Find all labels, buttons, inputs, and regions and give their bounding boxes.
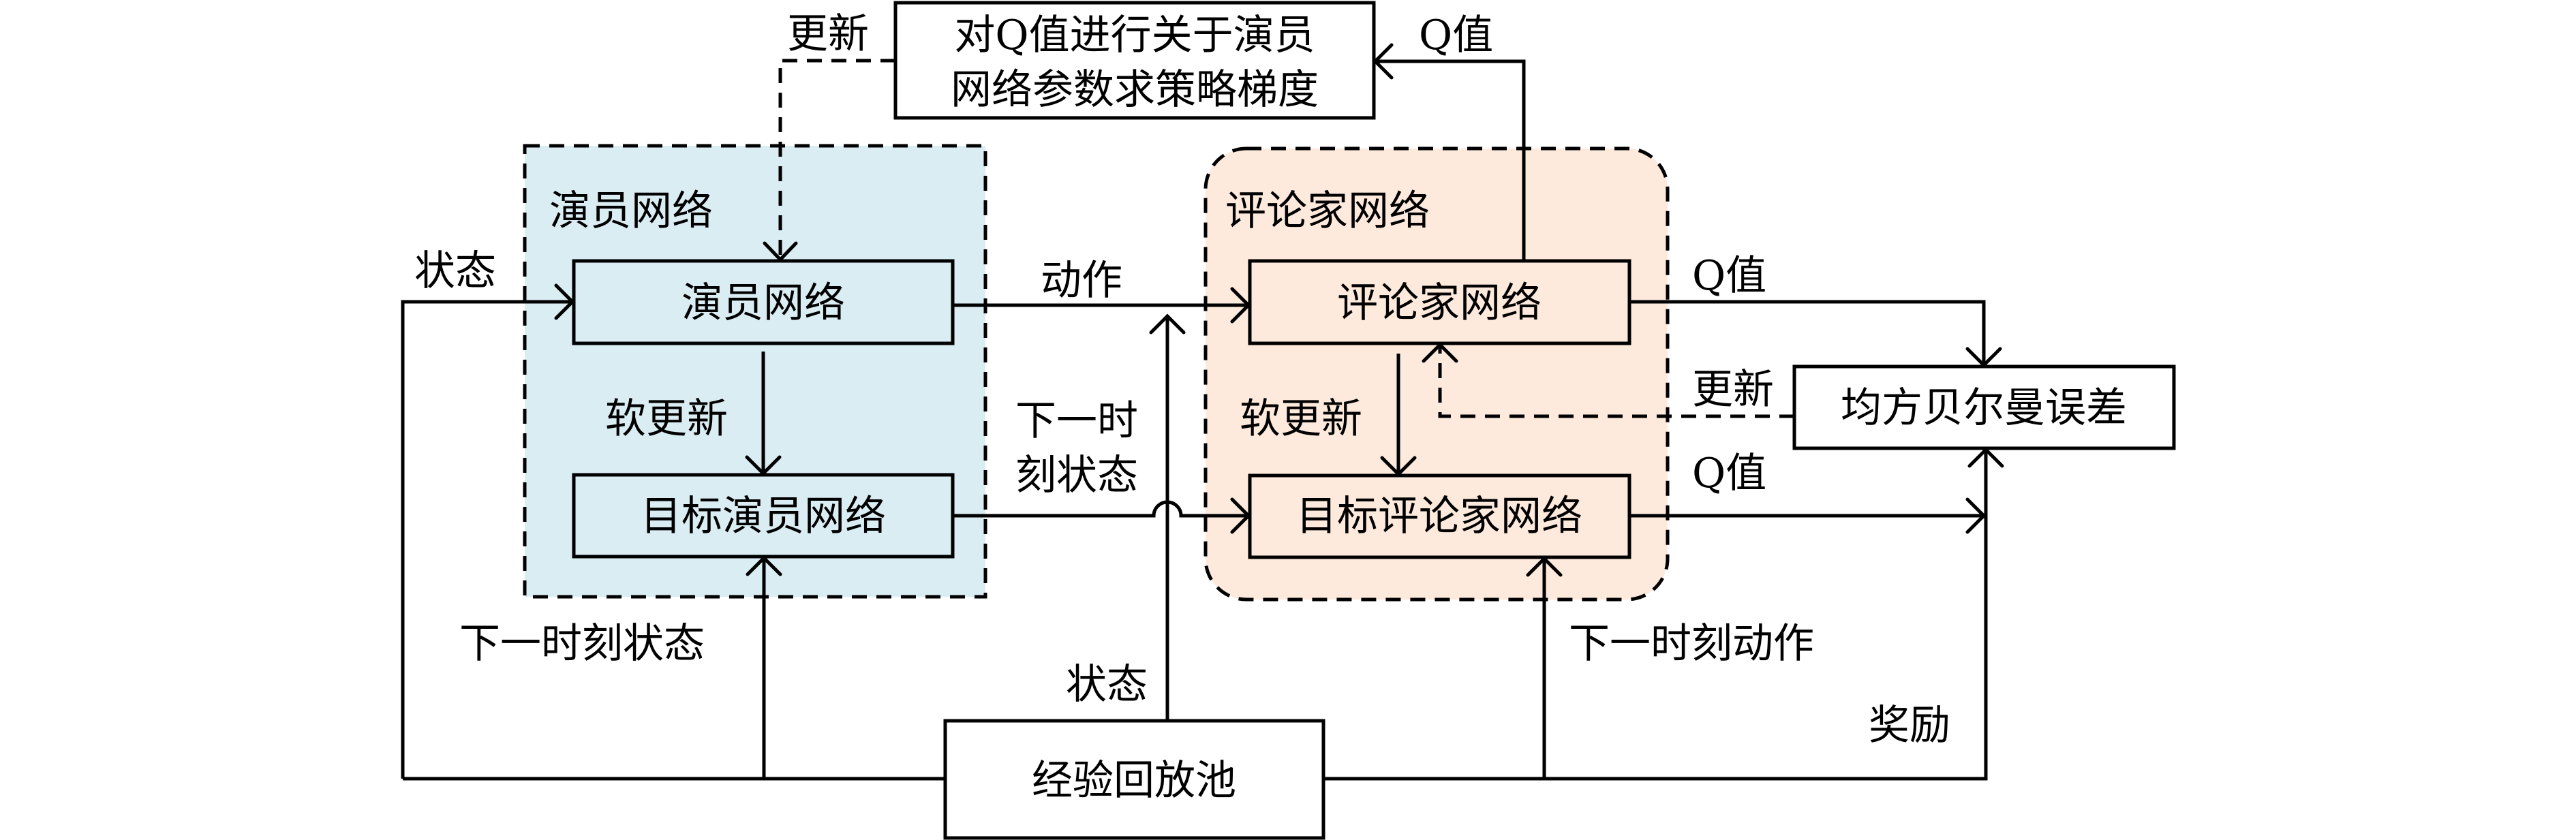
mse-label: 均方贝尔曼误差 — [1841, 384, 2127, 432]
update-actor-label: 更新 — [787, 10, 869, 58]
target-actor-network-box — [572, 473, 955, 559]
actor-network-label: 演员网络 — [681, 279, 845, 327]
update-critic-label: 更新 — [1692, 366, 1774, 414]
arrowhead-target-q — [1965, 497, 1987, 534]
update-actor-edge — [778, 59, 895, 260]
target-q-label: Q值 — [1692, 450, 1766, 497]
reward-label: 奖励 — [1869, 702, 1950, 749]
actor-group-title: 演员网络 — [549, 187, 713, 235]
next-state-bottom-label: 下一时刻状态 — [459, 620, 705, 668]
policy-gradient-box — [893, 1, 1376, 120]
arrowhead-action — [1230, 287, 1251, 324]
replay-buffer-box — [943, 719, 1325, 840]
next-state-label-line2: 刻状态 — [1015, 452, 1138, 499]
arrowhead-soft-update-actor — [745, 455, 782, 476]
target-critic-network-box — [1248, 473, 1631, 559]
q-to-gradient-label: Q值 — [1419, 12, 1493, 59]
target-actor-network-label: 目标演员网络 — [641, 493, 886, 540]
arrowhead-soft-update-critic — [1380, 456, 1417, 477]
arrowhead-state-to-critic — [1149, 313, 1186, 335]
action-label: 动作 — [1041, 257, 1122, 305]
critic-group-title: 评论家网络 — [1225, 187, 1430, 235]
target-critic-network-label: 目标评论家网络 — [1296, 493, 1582, 540]
critic-network-label: 评论家网络 — [1337, 279, 1542, 327]
policy-gradient-label-line1: 对Q值进行关于演员 — [954, 12, 1315, 59]
state-in-edge — [401, 300, 572, 779]
arrowhead-next-state — [1230, 497, 1251, 534]
arrowhead-next-action — [1526, 556, 1563, 577]
soft-update-critic-label: 软更新 — [1240, 395, 1362, 443]
next-state-label-line1: 下一时 — [1015, 397, 1138, 445]
critic-q-edge — [1629, 300, 1986, 365]
replay-buffer-label: 经验回放池 — [1032, 757, 1236, 805]
arrowhead-update-actor — [763, 241, 798, 262]
state-bottom-label: 状态 — [1066, 661, 1148, 709]
policy-gradient-label-line2: 网络参数求策略梯度 — [951, 66, 1319, 114]
arrowhead-next-state-target-actor — [746, 555, 782, 576]
next-state-edge — [953, 500, 1248, 518]
arrowhead-update-critic — [1422, 342, 1458, 363]
arrowhead-reward — [1967, 447, 2004, 468]
soft-update-actor-label: 软更新 — [605, 395, 728, 443]
mse-box — [1792, 364, 2176, 450]
state-in-label: 状态 — [414, 247, 496, 295]
arrowhead-critic-q — [1965, 347, 2002, 368]
arrowhead-q-to-gradient — [1373, 43, 1394, 80]
next-action-label: 下一时刻动作 — [1569, 620, 1814, 668]
q-to-gradient-edge — [1375, 59, 1526, 261]
update-critic-edge — [1438, 345, 1794, 418]
arrowhead-state-in — [554, 283, 575, 320]
critic-q-label: Q值 — [1692, 252, 1766, 300]
